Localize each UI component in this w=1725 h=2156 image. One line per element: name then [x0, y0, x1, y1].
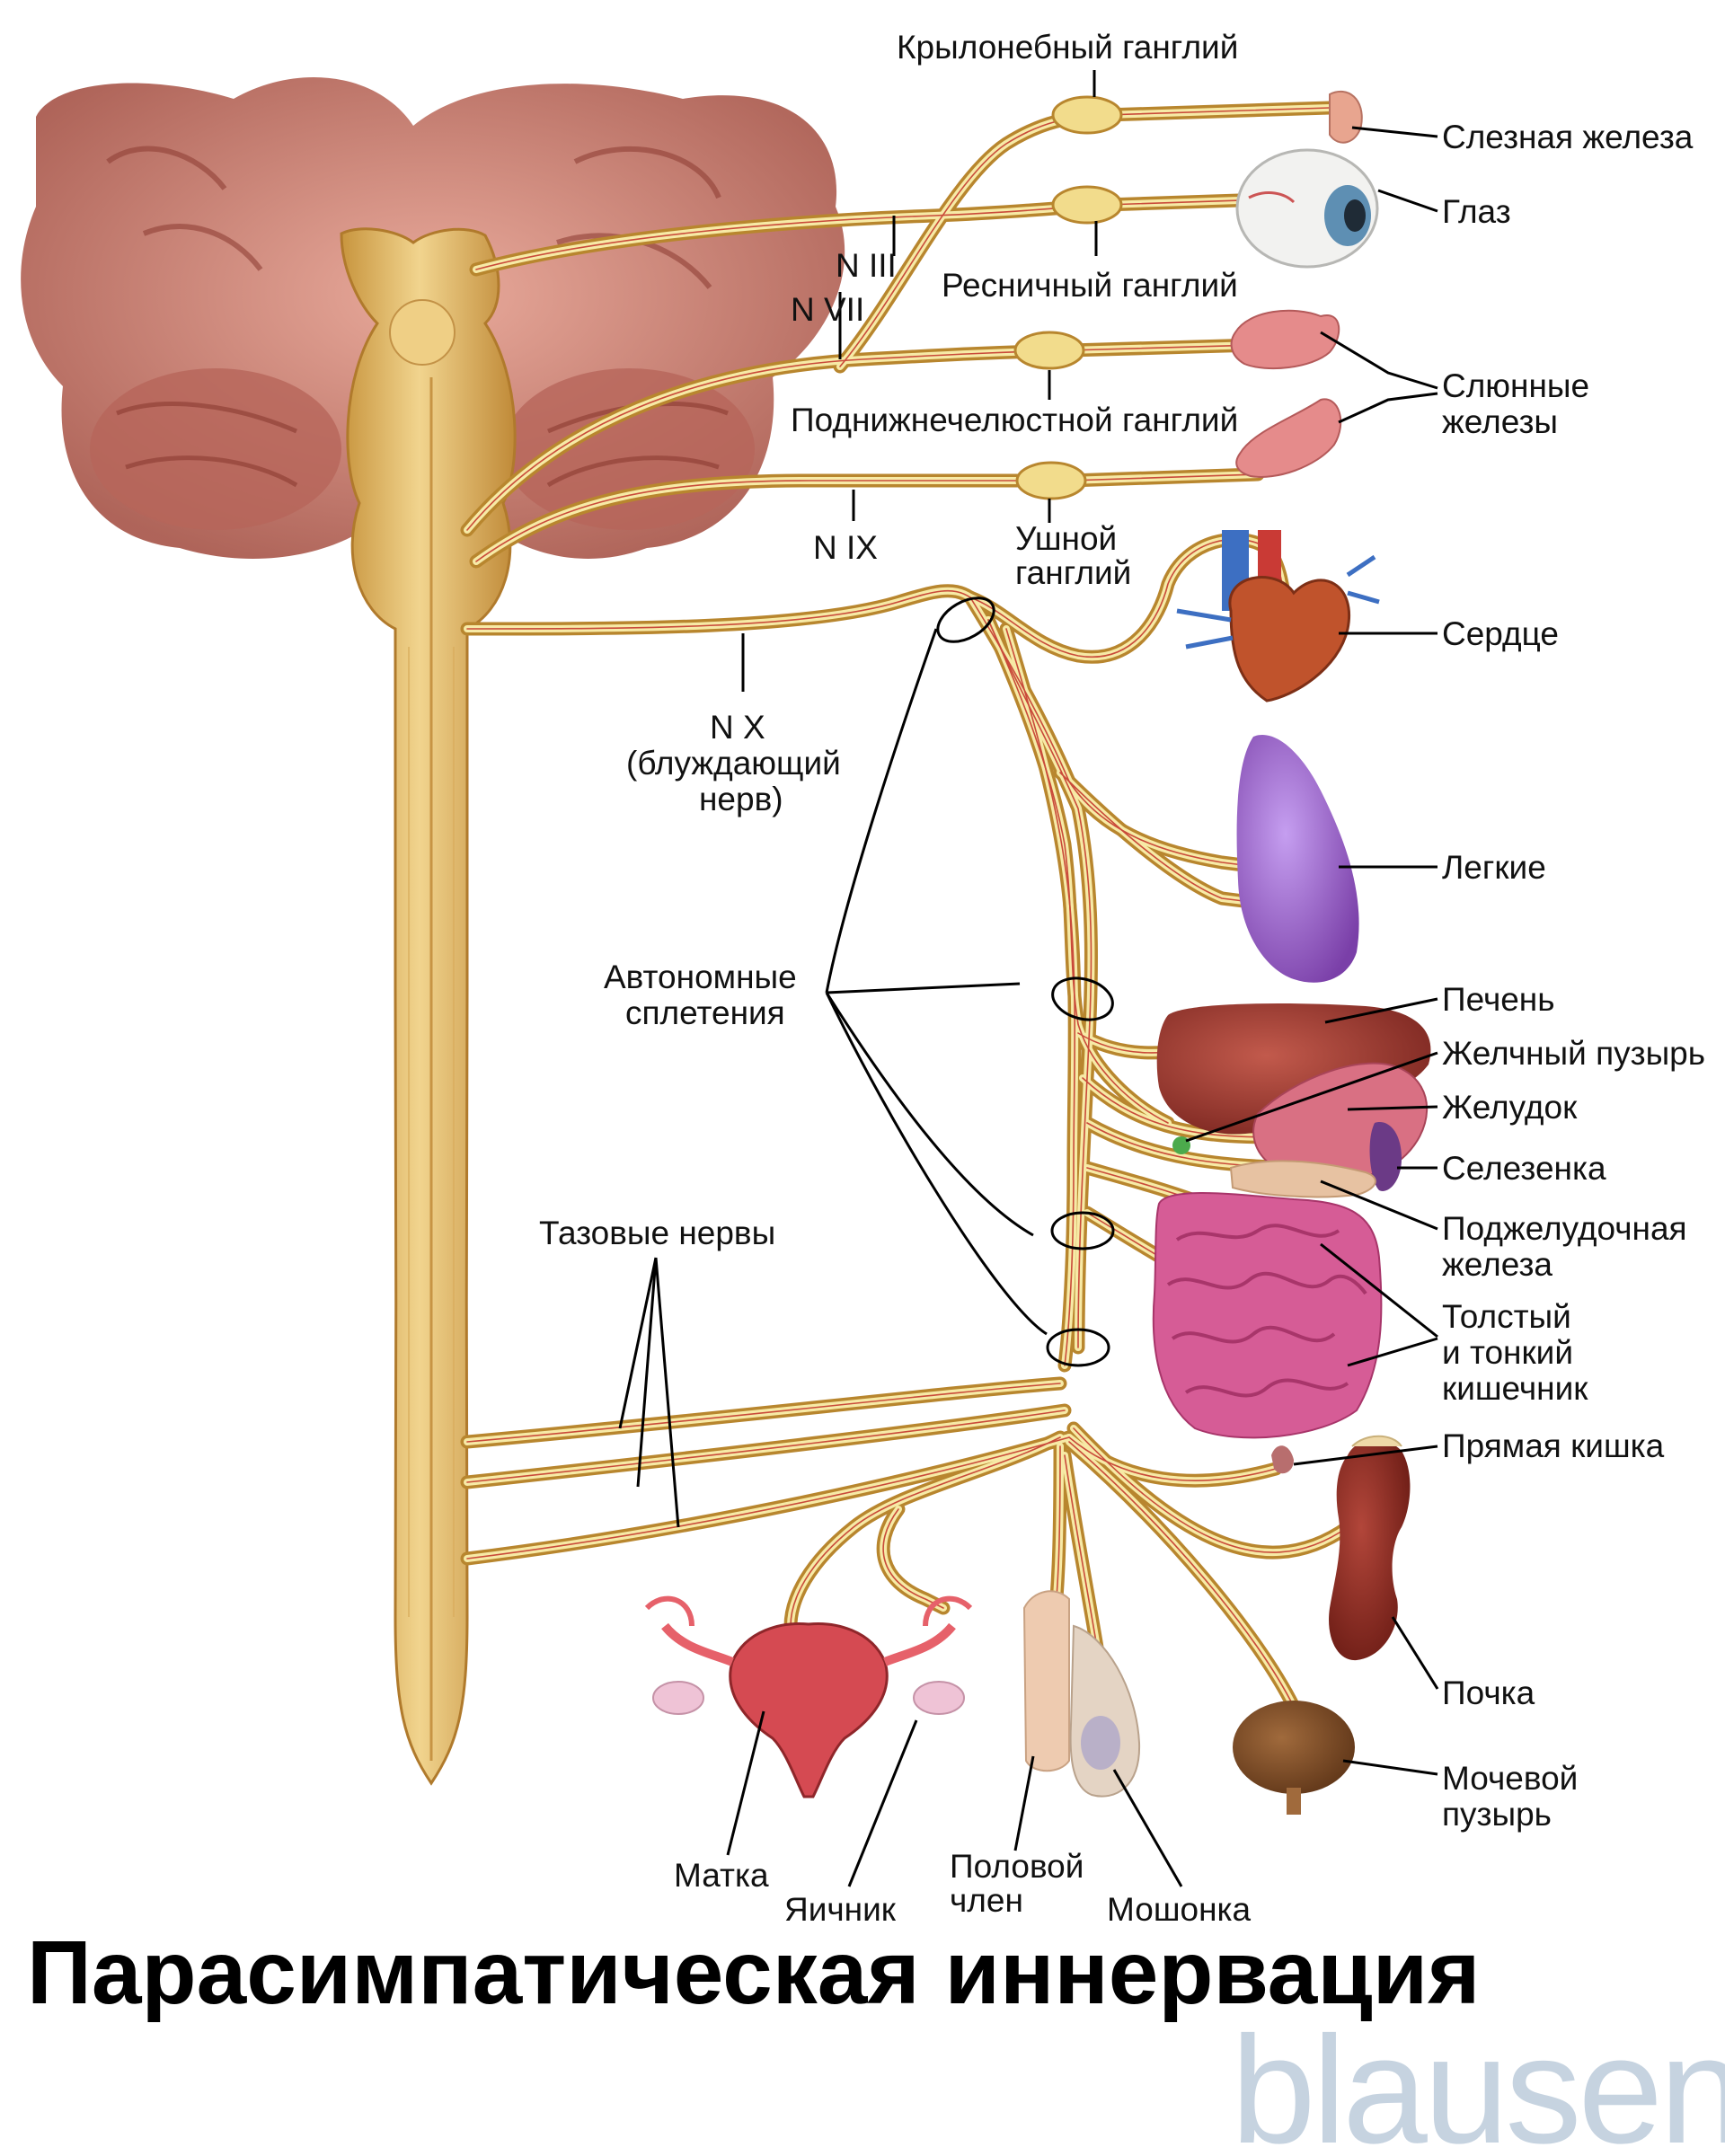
blausen-logo: blausen: [1231, 2005, 1725, 2156]
nerve-fiber-4: [466, 589, 971, 630]
label-plexus-1: Автономные: [604, 959, 797, 995]
label-lungs: Легкие: [1442, 849, 1546, 886]
label-vagus-2: (блуждающий: [626, 745, 841, 782]
nerve-paths: [460, 95, 1391, 1732]
label-pancreas-2: железа: [1442, 1246, 1552, 1283]
label-intestine-2: и тонкий: [1442, 1334, 1573, 1371]
label-n7: N VII: [791, 291, 864, 328]
label-lacrimal-gland: Слезная железа: [1442, 119, 1694, 155]
nerve-fiber-18: [460, 1430, 1076, 1566]
label-kidney: Почка: [1442, 1674, 1535, 1711]
pterygopalatine-ganglion: [1051, 95, 1123, 135]
nerve-fiber-23: [882, 1508, 944, 1609]
nerve-fiber-2: [466, 344, 1259, 531]
lacrimal-gland: [1329, 90, 1363, 144]
plexus-ring-celiac: [1051, 976, 1114, 1021]
label-plexus-2: сплетения: [625, 994, 785, 1031]
label-ovary: Яичник: [784, 1891, 897, 1928]
nerve-fiber-19: [1068, 1436, 1277, 1481]
uterus: [644, 1595, 973, 1798]
nerve-fiber-21: [1068, 1441, 1295, 1708]
eye: [1235, 148, 1379, 269]
spleen: [1369, 1122, 1402, 1191]
submandibular-ganglion: [1013, 331, 1085, 370]
rectum: [1271, 1445, 1294, 1474]
label-stomach: Желудок: [1442, 1089, 1578, 1126]
salivary-glands: [1230, 309, 1342, 478]
nerve-fiber-3: [475, 473, 1259, 562]
label-vagus-3: нерв): [699, 781, 783, 817]
label-penis-2: член: [950, 1882, 1023, 1919]
plexus-ring-mesenteric: [1050, 1211, 1115, 1250]
scrotum: [1069, 1624, 1141, 1798]
nerve-fiber-14: [987, 619, 1092, 1348]
label-rectum: Прямая кишка: [1442, 1427, 1665, 1464]
label-pterygopalatine-ganglion: Крылонебный ганглий: [897, 29, 1238, 66]
kidney: [1329, 1435, 1411, 1661]
label-gallbladder: Желчный пузырь: [1442, 1035, 1705, 1072]
lungs: [1236, 735, 1359, 983]
plexus-ring-cardiac: [936, 596, 995, 643]
nerve-fiber-15: [1003, 625, 1079, 1369]
label-bladder-2: пузырь: [1442, 1796, 1552, 1833]
ciliary-ganglion: [1051, 185, 1123, 225]
label-scrotum: Мошонка: [1107, 1891, 1252, 1928]
label-intestine-3: кишечник: [1442, 1370, 1588, 1407]
leader-lines: [618, 70, 1439, 1887]
label-liver: Печень: [1442, 981, 1555, 1018]
label-submandibular-ganglion: Поднижнечелюстной ганглий: [791, 402, 1238, 438]
label-vagus-1: N X: [710, 709, 765, 746]
label-pelvic-nerves: Тазовые нервы: [539, 1215, 775, 1251]
intestines: [1152, 1192, 1383, 1439]
nerve-fiber-17: [466, 1409, 1066, 1483]
nerve-fiber-16: [466, 1383, 1061, 1443]
page-title: Парасимпатическая иннервация: [27, 1922, 1481, 2023]
label-otic-2: ганглий: [1015, 554, 1131, 591]
label-ciliary-ganglion: Ресничный ганглий: [942, 267, 1238, 304]
nerve-fiber-22: [790, 1436, 1061, 1627]
label-otic-1: Ушной: [1015, 520, 1117, 557]
labels: Крылонебный ганглий Слезная железа Глаз …: [539, 29, 1705, 1928]
spinal-cord: [340, 227, 517, 1786]
bladder: [1233, 1701, 1355, 1815]
label-spleen: Селезенка: [1442, 1150, 1606, 1187]
label-salivary-2: железы: [1442, 403, 1558, 440]
label-penis-1: Половой: [950, 1848, 1084, 1885]
label-salivary-1: Слюнные: [1442, 367, 1589, 404]
label-n9: N IX: [813, 529, 878, 566]
label-heart: Сердце: [1442, 615, 1559, 652]
otic-ganglion: [1015, 461, 1087, 500]
label-n3: N III: [836, 247, 897, 284]
heart: [1176, 530, 1380, 702]
nerve-fiber-18: [466, 1436, 1070, 1560]
label-pancreas-1: Поджелудочная: [1442, 1210, 1687, 1247]
penis: [1022, 1590, 1070, 1772]
nerve-fiber-15: [1005, 628, 1076, 1366]
label-eye: Глаз: [1442, 193, 1511, 230]
plexus-ring-hypogastric: [1046, 1328, 1110, 1367]
nerve-fiber-7: [1059, 772, 1259, 904]
label-uterus: Матка: [674, 1857, 769, 1894]
label-bladder-1: Мочевой: [1442, 1760, 1578, 1797]
label-intestine-1: Толстый: [1442, 1298, 1571, 1335]
